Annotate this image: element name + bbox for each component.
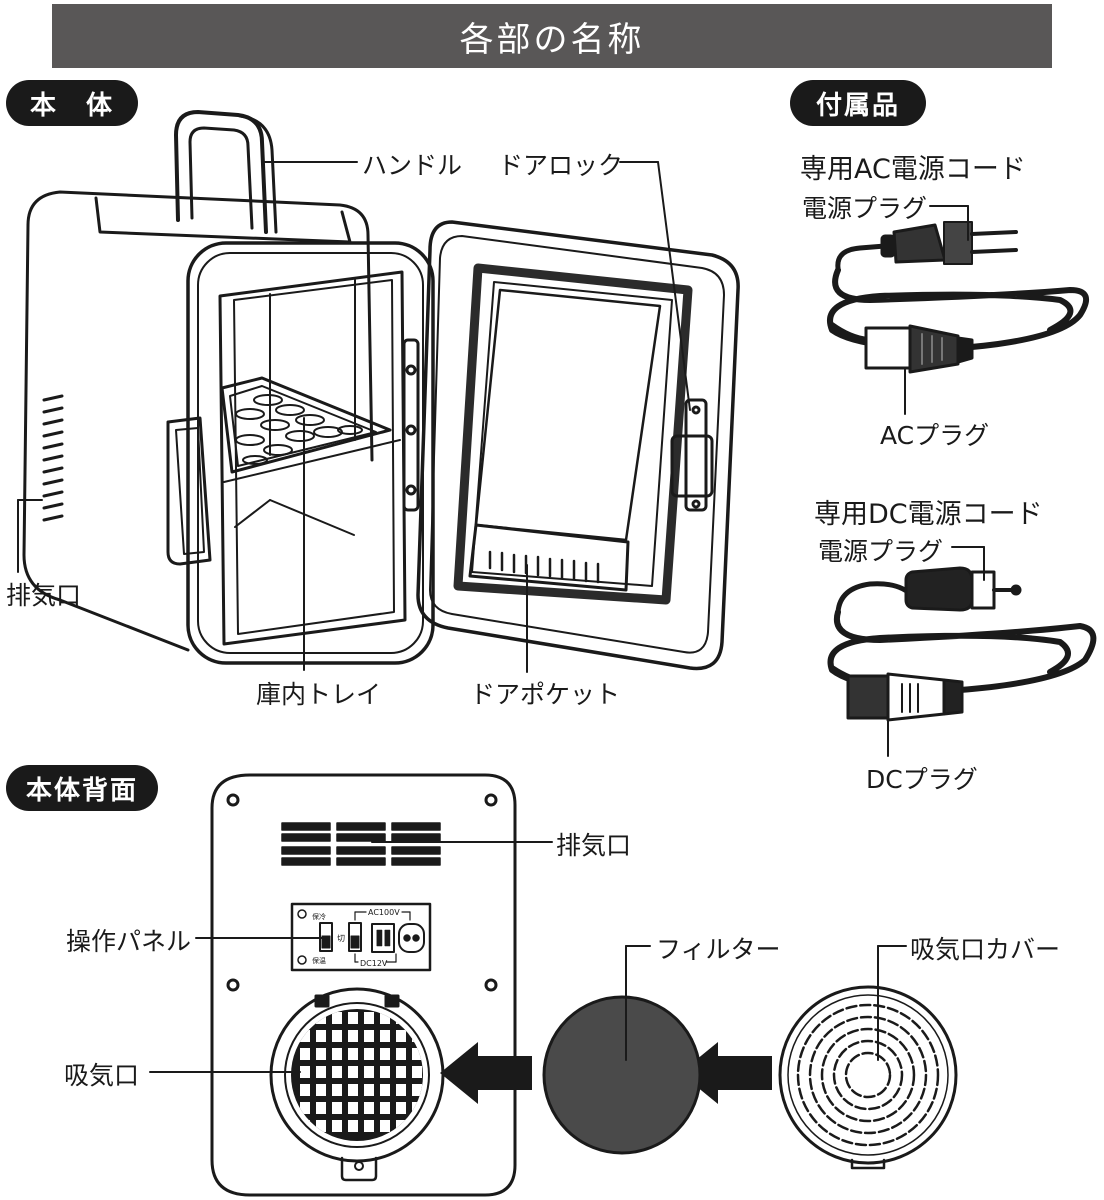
label-ac-power-plug: 電源プラグ [802,194,928,223]
label-door-pocket: ドアポケット [470,680,621,709]
leader-lines-dc [887,546,985,757]
arrow-left-1 [440,1042,532,1104]
leader-lines-filter [625,945,651,1061]
intake-cover-illustration [778,985,958,1170]
label-door-lock: ドアロック [498,151,624,180]
filter-illustration [542,995,702,1155]
leader-lines-back [149,841,553,1073]
door-illustration [416,220,740,671]
label-ac-plug: ACプラグ [880,421,990,450]
label-exhaust-side: 排気口 [6,581,82,610]
section-back: 本体背面 [6,765,158,811]
tray-illustration [220,376,401,483]
label-dc-plug: DCプラグ [866,765,978,794]
label-exhaust-back: 排気口 [556,831,632,860]
label-intake: 吸気口 [64,1061,140,1090]
panel-mode-cool: 保冷 [312,912,326,921]
arrow-left-2 [680,1042,772,1104]
intake-grille-illustration [269,987,445,1182]
label-dc-power-plug: 電源プラグ [818,537,944,566]
panel-ac-label: AC100V [368,908,400,917]
leader-lines-main [17,161,691,673]
section-main-body: 本 体 [6,80,138,126]
section-accessories: 付属品 [790,80,926,126]
fridge-illustration [22,110,740,671]
leader-lines-ac [904,205,969,415]
panel-mode-warm: 保温 [312,956,326,965]
label-ac-cord-title: 専用AC電源コード [800,154,1026,185]
panel-switch-off: 切 [337,934,345,943]
ac-cord-illustration [827,221,1090,374]
label-control-panel: 操作パネル [66,927,192,956]
label-dc-cord-title: 専用DC電源コード [814,499,1043,530]
page-title: 各部の名称 [52,4,1052,68]
label-tray: 庫内トレイ [256,680,382,709]
dc-cord-illustration [827,566,1097,722]
label-filter: フィルター [656,935,781,964]
handle-illustration [174,110,278,234]
label-handle: ハンドル [362,151,463,180]
control-panel-illustration [290,902,432,972]
leader-lines-cover [877,945,907,1061]
back-illustration [210,773,517,1197]
back-vent-slots [281,822,441,866]
label-intake-cover: 吸気口カバー [910,935,1061,964]
panel-dc-label: DC12V [360,959,388,968]
